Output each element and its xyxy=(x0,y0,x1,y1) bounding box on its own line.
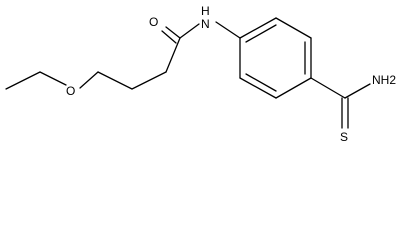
bond-o-ether-ch2 xyxy=(79,71,99,89)
atom-label-nitrogen-amide: N xyxy=(201,17,210,31)
chemical-structure: O H N O NH2 S xyxy=(5,4,396,144)
bond-ch3-ch2 xyxy=(5,71,41,90)
ring-inner-bond-c xyxy=(245,73,277,92)
atom-label-oxygen-carbonyl: O xyxy=(149,15,158,29)
atom-label-nitrogen-thioamide: NH2 xyxy=(372,73,396,87)
bond-carbonyl-double-b xyxy=(161,30,177,44)
bond-c2-carbonyl xyxy=(165,37,181,73)
ring-bond-5-6 xyxy=(239,77,277,99)
bond-carbonyl-double-a xyxy=(165,26,181,39)
bond-butanoyl-c4-c3 xyxy=(97,71,133,90)
atom-label-sulfur: S xyxy=(340,130,348,144)
bond-thioamide-c-n xyxy=(344,83,371,99)
bond-ch2-o-ether xyxy=(39,71,67,86)
ring-bond-4-5 xyxy=(275,77,312,99)
ring-inner-bond-a xyxy=(245,24,277,43)
ring-bond-2-3 xyxy=(275,17,312,39)
ring-bond-1-2 xyxy=(239,17,277,39)
atom-label-oxygen-ether: O xyxy=(66,84,75,98)
atom-label-hydrogen-amide: H xyxy=(201,4,210,18)
bond-ring-thioamide-c xyxy=(310,77,346,99)
bond-carbonyl-n xyxy=(179,23,200,39)
bond-butanoyl-c3-c2 xyxy=(131,71,167,90)
bond-n-ring xyxy=(215,21,241,39)
structure-canvas: O H N O NH2 S xyxy=(5,4,396,144)
